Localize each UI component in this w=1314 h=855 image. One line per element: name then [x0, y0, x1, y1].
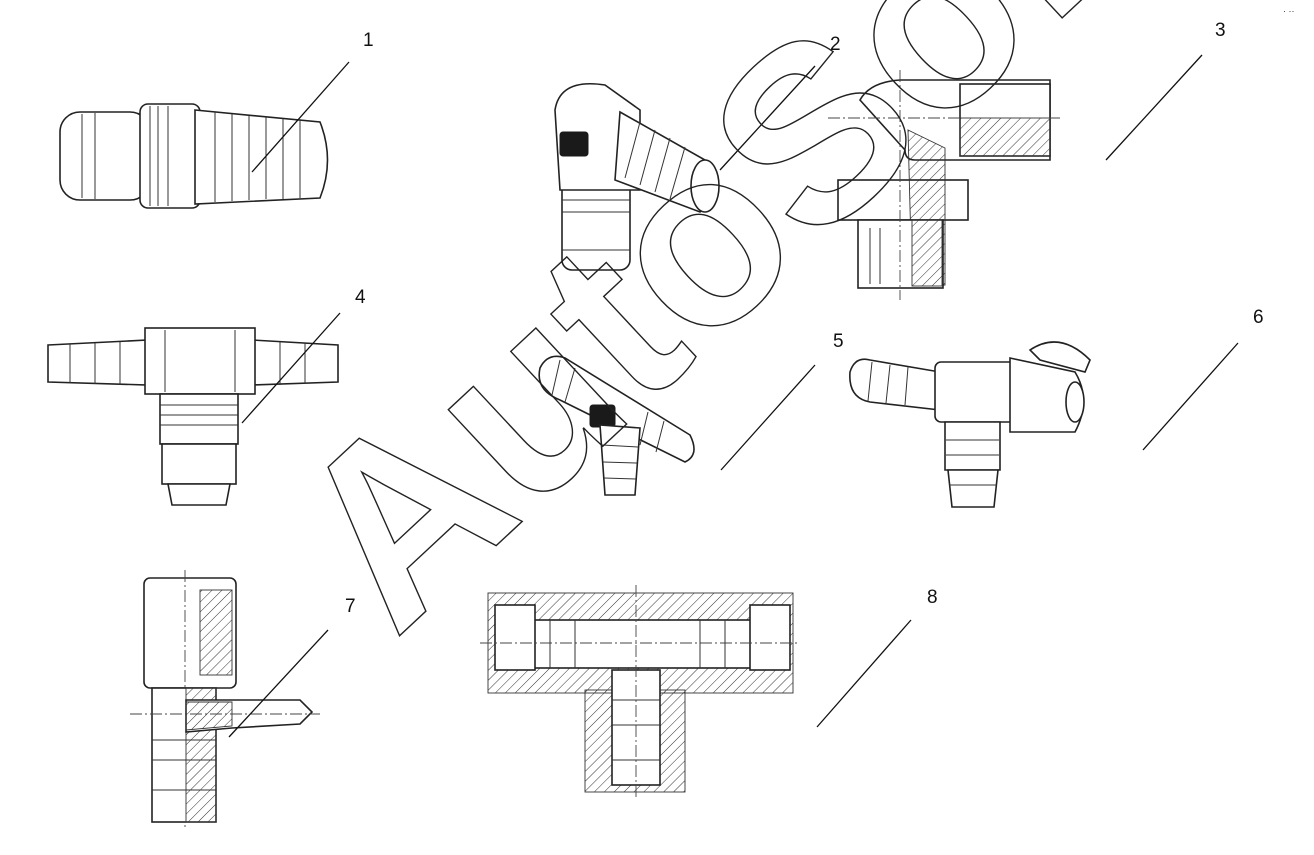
part-5-angled-tee: 5 — [538, 331, 844, 496]
part-6-tee-with-cap: 6 — [849, 307, 1264, 508]
label-6: 6 — [1253, 307, 1264, 328]
leader-line-3 — [1105, 54, 1203, 161]
label-4: 4 — [355, 287, 366, 308]
leader-line-1 — [251, 61, 350, 173]
label-5: 5 — [833, 331, 844, 352]
part-4-tee-connector: 4 — [47, 287, 366, 506]
part-8-tee-body-section: 8 — [480, 585, 938, 800]
label-3: 3 — [1215, 20, 1226, 41]
label-7: 7 — [345, 596, 356, 617]
leader-line-7 — [228, 629, 329, 738]
label-2: 2 — [830, 34, 841, 55]
part-3-threaded-elbow: 3 · ·· — [828, 6, 1295, 300]
leader-line-6 — [1142, 342, 1239, 451]
label-1: 1 — [363, 30, 374, 51]
part-7-tee-section: 7 — [130, 570, 356, 830]
part-1-straight-connector: 1 — [59, 30, 374, 209]
leader-line-5 — [720, 364, 816, 471]
corner-marks: · ·· — [1283, 6, 1295, 16]
part-2-elbow-connector: 2 — [554, 34, 841, 271]
watermark-text: AutoSoft — [241, 0, 1203, 679]
label-8: 8 — [927, 587, 938, 608]
leader-line-4 — [241, 312, 341, 424]
leader-line-8 — [816, 619, 912, 728]
leader-line-2 — [719, 65, 816, 171]
